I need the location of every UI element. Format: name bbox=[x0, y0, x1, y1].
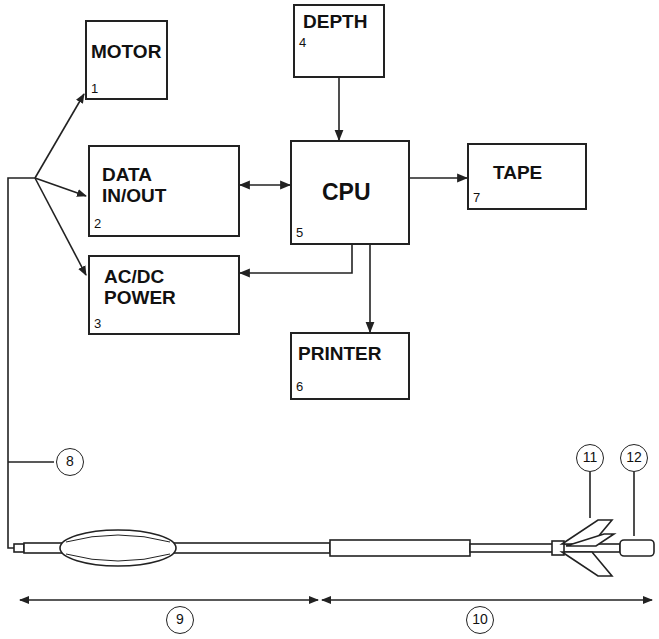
box-number: 1 bbox=[91, 82, 98, 95]
dimension-line bbox=[322, 599, 652, 601]
process-box: TAPE 7 bbox=[467, 143, 587, 210]
fin bbox=[566, 534, 614, 546]
probe-tube bbox=[330, 540, 470, 556]
probe-packer bbox=[60, 530, 176, 566]
box-title: PRINTER bbox=[298, 344, 381, 365]
box-title: AC/DC POWER bbox=[104, 267, 176, 309]
callout-number: 8 bbox=[56, 448, 84, 476]
connector-arrow bbox=[369, 245, 371, 332]
process-box: MOTOR 1 bbox=[85, 20, 168, 100]
connector-arrow bbox=[410, 177, 467, 179]
connector-arrow bbox=[338, 78, 340, 140]
leader-line bbox=[633, 472, 635, 536]
packer-lines bbox=[66, 535, 170, 561]
box-number: 7 bbox=[473, 191, 480, 204]
connector-arrow bbox=[240, 184, 290, 186]
box-number: 4 bbox=[299, 36, 306, 49]
probe-tip bbox=[14, 544, 24, 552]
callout-number: 10 bbox=[466, 606, 494, 634]
dimension-line bbox=[20, 599, 318, 601]
probe-tail bbox=[620, 540, 654, 556]
fin bbox=[562, 552, 612, 576]
box-number: 2 bbox=[94, 217, 101, 230]
box-number: 6 bbox=[296, 380, 303, 393]
callout-number: 12 bbox=[620, 444, 648, 472]
power-wire bbox=[35, 178, 86, 275]
box-title: CPU bbox=[322, 180, 371, 205]
cable-wire bbox=[8, 178, 35, 548]
process-box: PRINTER 6 bbox=[290, 332, 410, 400]
box-title: DATA IN/OUT bbox=[102, 165, 166, 207]
box-title: TAPE bbox=[493, 163, 542, 184]
leader-line bbox=[589, 472, 591, 518]
callout-number: 9 bbox=[166, 606, 194, 634]
process-box: CPU 5 bbox=[290, 140, 410, 245]
process-box: DEPTH 4 bbox=[293, 4, 385, 78]
box-title: DEPTH bbox=[303, 12, 367, 33]
box-number: 3 bbox=[94, 317, 101, 330]
process-box: AC/DC POWER3 bbox=[88, 255, 240, 335]
box-number: 5 bbox=[296, 226, 303, 239]
leader-line bbox=[8, 461, 54, 463]
process-box: DATA IN/OUT2 bbox=[88, 145, 240, 237]
motor-wire bbox=[35, 94, 84, 178]
callout-number: 11 bbox=[576, 444, 604, 472]
connector-arrow bbox=[240, 245, 352, 273]
box-title: MOTOR bbox=[91, 42, 161, 63]
